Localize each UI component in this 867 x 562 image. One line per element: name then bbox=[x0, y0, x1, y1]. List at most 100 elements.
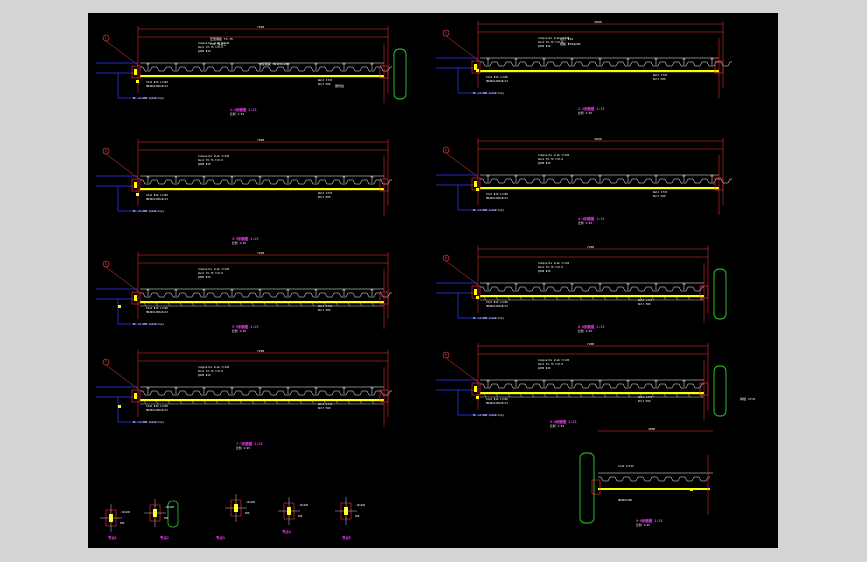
p6-beam-tick bbox=[663, 296, 667, 301]
p3-dim-text: 7500 bbox=[257, 138, 264, 142]
p6-beam-tick bbox=[675, 296, 679, 301]
p2-ann-6: Weld hf=8 bbox=[653, 73, 667, 77]
p6-beam-tick bbox=[519, 296, 523, 301]
p4-ann-7: Bolt M20 bbox=[653, 194, 666, 198]
p6-beam-tick bbox=[639, 296, 643, 301]
p1-beam bbox=[140, 75, 384, 78]
p5-end-plate-left bbox=[131, 291, 141, 305]
section-title-8: 8-8剖面图 1:25 bbox=[550, 420, 577, 424]
p6-ann-6: Weld hf=8 bbox=[638, 298, 652, 302]
note-concrete: C30 混凝土 bbox=[210, 42, 227, 46]
p1-ann-5: HN400x200x8x13 bbox=[146, 84, 168, 88]
p6-beam-tick bbox=[615, 296, 619, 301]
p2-ann-2: Deck YX-76 t=0.8 bbox=[538, 40, 563, 44]
p7-beam-tick bbox=[239, 400, 243, 405]
section-scale-7: 比例 1:25 bbox=[236, 446, 251, 450]
p5-beam-tick bbox=[227, 302, 231, 307]
p7-beam-tick bbox=[143, 400, 147, 405]
p5-beam-tick bbox=[335, 302, 339, 307]
p5-beam-tick bbox=[251, 302, 255, 307]
p5-beam bbox=[140, 301, 384, 304]
section-scale-9: 比例 1:25 bbox=[636, 523, 651, 527]
p6-beam-tick bbox=[555, 296, 559, 301]
p8-beam-tick bbox=[495, 393, 499, 398]
note-rebar: 钢筋 Φ10@200 bbox=[560, 42, 581, 46]
p8-ann-7: Bolt M20 bbox=[638, 399, 651, 403]
p8-end-detail-left bbox=[474, 386, 477, 392]
p1-end-detail-left bbox=[134, 69, 137, 75]
p4-ann-4: Stud Φ19 L=100 bbox=[486, 192, 508, 196]
p6-beam-tick bbox=[687, 296, 691, 301]
p8-beam-tick bbox=[555, 393, 559, 398]
p9-dim-text: 3000 bbox=[648, 427, 655, 431]
p7-dim-text: 7200 bbox=[257, 349, 264, 353]
p8-dim-text: 7200 bbox=[587, 342, 594, 346]
p7-end-detail-left bbox=[134, 393, 137, 399]
note-beam: H型钢梁 HN400x200 bbox=[260, 62, 289, 66]
p8-ann-5: HN400x200x8x13 bbox=[486, 401, 508, 405]
p6-beam-tick bbox=[627, 296, 631, 301]
p7-beam-tick bbox=[227, 400, 231, 405]
p5-beam-tick bbox=[263, 302, 267, 307]
p2-ann-4: Stud Φ19 L=100 bbox=[486, 75, 508, 79]
p5-ann-5: HN400x200x8x13 bbox=[146, 310, 168, 314]
p1-column bbox=[393, 48, 407, 100]
weld-mark-8 bbox=[118, 405, 121, 408]
p7-beam-tick bbox=[203, 400, 207, 405]
section-title-5: 5-5剖面图 1:25 bbox=[232, 325, 259, 329]
p7-beam-tick bbox=[299, 400, 303, 405]
section-title-9: 9-9剖面图 1:25 bbox=[636, 519, 663, 523]
detail-title-5: 节点5 bbox=[342, 536, 351, 540]
p6-ann-1: Composite slab t=120 bbox=[538, 261, 570, 265]
p1-ann-1: Composite slab t=120 bbox=[198, 41, 230, 45]
section-title-6: 6-6剖面图 1:25 bbox=[578, 325, 605, 329]
p8-ann-6: Weld hf=8 bbox=[638, 395, 652, 399]
p8-end-plate-left bbox=[471, 382, 481, 396]
p6-end-detail-left bbox=[474, 289, 477, 295]
p2-dim-text: 6000 bbox=[595, 20, 602, 24]
section-title-2: 2-2剖面图 1:25 bbox=[578, 107, 605, 111]
p8-section-marker-label: 8 bbox=[445, 353, 447, 357]
p8-beam-tick bbox=[615, 393, 619, 398]
p3-ann-7: Bolt M20 bbox=[318, 195, 331, 199]
section-scale-8: 比例 1:25 bbox=[550, 424, 565, 428]
p2-ann-3: @200 Φ10 bbox=[538, 44, 551, 48]
p7-ann-1: Composite slab t=120 bbox=[198, 365, 230, 369]
p9-column bbox=[579, 452, 595, 524]
p4-section-marker-label: 4 bbox=[445, 148, 447, 152]
p7-beam-tick bbox=[311, 400, 315, 405]
p8-marker-leader bbox=[445, 357, 479, 383]
p7-beam-tick bbox=[251, 400, 255, 405]
p5-ann-6: Weld hf=8 bbox=[318, 304, 332, 308]
p7-beam-tick bbox=[347, 400, 351, 405]
p7-beam-tick bbox=[359, 400, 363, 405]
weld-mark-4 bbox=[476, 296, 479, 299]
p6-beam-tick bbox=[495, 296, 499, 301]
weld-mark-3 bbox=[476, 188, 479, 191]
p5-beam-tick bbox=[287, 302, 291, 307]
p4-ann-6: Weld hf=8 bbox=[653, 190, 667, 194]
weld-mark-6 bbox=[690, 488, 693, 491]
p1-ann-8: EL +4.200 (slab top) bbox=[133, 96, 165, 100]
d2-ann-1: -10x200 bbox=[164, 506, 175, 509]
weld-mark-0 bbox=[136, 80, 139, 83]
p1-ann-2: Deck YX-76 t=0.8 bbox=[198, 45, 223, 49]
p7-ann-3: @200 Φ10 bbox=[198, 373, 211, 377]
p3-deck-profile bbox=[140, 179, 392, 185]
p6-section-marker-label: 6 bbox=[445, 256, 447, 260]
p5-beam-tick bbox=[179, 302, 183, 307]
p5-ann-4: Stud Φ19 L=100 bbox=[146, 306, 168, 310]
p8-beam-tick bbox=[627, 393, 631, 398]
weld-mark-7 bbox=[118, 305, 121, 308]
p6-ann-3: @200 Φ10 bbox=[538, 269, 551, 273]
p5-ann-1: Composite slab t=120 bbox=[198, 267, 230, 271]
p6-beam-tick bbox=[699, 296, 703, 301]
p3-ann-8: EL +4.200 (slab top) bbox=[133, 209, 165, 213]
p8-beam-tick bbox=[675, 393, 679, 398]
p7-beam-tick bbox=[191, 400, 195, 405]
p9-ann-1: Slab t=120 bbox=[618, 464, 634, 468]
p3-ann-3: @200 Φ10 bbox=[198, 162, 211, 166]
p4-deck-profile bbox=[480, 178, 732, 184]
p6-beam-tick bbox=[567, 296, 571, 301]
